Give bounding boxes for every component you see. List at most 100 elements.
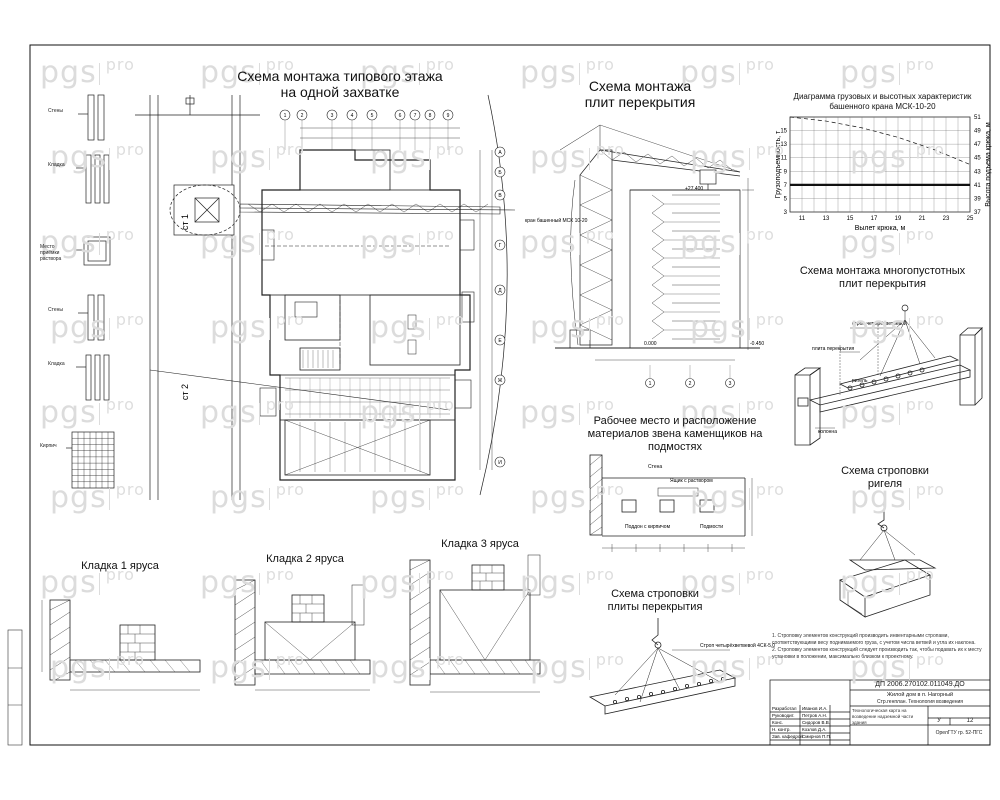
axis-label: А: [498, 150, 502, 156]
axis-label: 6: [399, 113, 402, 119]
y-right-tick-label: 41: [974, 183, 981, 189]
y-right-tick-label: 51: [974, 115, 981, 121]
notes-block: 1. Строповку элементов конструкций произ…: [772, 633, 990, 661]
workplace-label-wall: Стена: [648, 464, 662, 470]
axis-bubble: [494, 146, 506, 158]
slab-install-drawing: [555, 124, 760, 361]
title-hollow-slabs-line1: Схема монтажа многопустотных: [799, 265, 966, 277]
title-block-role: Н. контр.: [772, 727, 791, 732]
legend-mortar-box: [83, 236, 111, 266]
legend-label: Кладка: [48, 162, 65, 168]
title-masonry-3: Кладка 3 яруса: [441, 538, 519, 550]
y-left-tick-label: 13: [780, 142, 787, 148]
title-masonry-1: Кладка 1 яруса: [81, 560, 159, 572]
title-block-stage: У: [937, 718, 941, 724]
masonry-tier-1: [41, 599, 201, 691]
title-masonry-2: Кладка 2 яруса: [266, 553, 344, 565]
slab-sling-label: Строп четырёхветвевой 4СК-5,0: [700, 642, 775, 649]
axis-label: 1: [284, 113, 287, 119]
title-workplace: Рабочее место и расположение материалов …: [575, 415, 775, 454]
y-left-tick-label: 15: [780, 129, 787, 135]
title-block-role: Разработал: [772, 706, 797, 711]
legend-label: Стены: [48, 307, 63, 313]
axis-bubble: [645, 378, 655, 388]
crane-mark-label: кран башенный МСК 10-20: [525, 217, 588, 224]
hollow-label-sling: строп четырёхветвевой: [852, 320, 907, 327]
y-right-tick-label: 37: [974, 210, 981, 216]
y-left-tick-label: 5: [784, 196, 788, 202]
y-left-tick-label: 3: [784, 210, 788, 216]
axis-bubble: [685, 378, 695, 388]
title-block-org: ОрелГТУ гр. 52-ПГС: [935, 730, 983, 736]
x-axis-label: Вылет крюка, м: [855, 225, 906, 232]
axis-label: 8: [429, 113, 432, 119]
chart-frame: [789, 116, 971, 213]
title-block-roles: Разработал Иванов И.А. Руководит. Петров А.…: [772, 706, 831, 739]
title-slinging-girder-line1: Схема строповки: [841, 465, 929, 477]
title-block-person: Смирнов П.П.: [802, 734, 831, 739]
title-crane-diagram: Диаграмма грузовых и высотных характерис…: [775, 92, 990, 112]
note-1: 1. Строповку элементов конструкций произ…: [772, 633, 976, 646]
axis-label: 1: [649, 381, 652, 387]
axis-label: Г: [499, 243, 502, 249]
crane-track: [135, 95, 516, 500]
title-block-person: Сидоров В.В.: [802, 720, 830, 725]
axis-label: 3: [729, 381, 732, 387]
y-right-tick-label: 43: [974, 169, 981, 175]
axis-label: В: [498, 193, 502, 199]
level-minus-label: -0.450: [750, 341, 764, 347]
st1-label: ст 1: [180, 214, 190, 230]
x-tick-label: 21: [919, 216, 926, 222]
title-slab-scheme-line1: Схема монтажа: [588, 78, 692, 94]
y-left-tick-label: 11: [781, 156, 788, 162]
title-block: [769, 679, 991, 746]
title-hollow-slabs-line2: плит перекрытия: [839, 278, 926, 290]
y-right-tick-label: 49: [974, 129, 981, 135]
title-slinging-slab-line1: Схема строповки: [611, 588, 699, 600]
title-typical-floor-line2: на одной захватке: [280, 84, 400, 100]
x-tick-label: 23: [943, 216, 950, 222]
title-block-role: Руководит.: [772, 713, 794, 718]
axis-bubble: [494, 166, 506, 178]
axis-label: И: [498, 460, 502, 466]
hollow-label-slab: плита перекрытия: [812, 346, 855, 352]
title-block-role: Зав. кафедрой: [772, 733, 803, 739]
axis-label: 5: [371, 113, 374, 119]
x-tick-label: 17: [871, 216, 878, 222]
axis-bubble: [494, 189, 506, 201]
title-slinging-girder-line2: ригеля: [867, 478, 903, 490]
title-crane-diagram-line1: Диаграмма грузовых и высотных характерис…: [793, 92, 972, 101]
legend-column: [66, 94, 115, 489]
axis-label: 2: [689, 381, 692, 387]
axis-label: Е: [498, 338, 502, 344]
axis-bubble: [494, 456, 506, 468]
axis-label: Д: [498, 288, 502, 294]
x-tick-label: 11: [799, 216, 806, 222]
title-block-project: Жилой дом в п. Нагорный: [886, 692, 954, 698]
y-right-tick-label: 45: [974, 156, 981, 162]
slab-axes: 1 2 3: [645, 365, 735, 388]
title-slinging-girder: Схема строповки ригеля: [810, 465, 960, 491]
legend-label: Стены: [48, 108, 63, 114]
floor-plan: [259, 94, 508, 496]
axis-bubble: [494, 239, 506, 251]
masonry-tier-2: [234, 579, 371, 691]
title-slab-scheme: Схема монтажа плит перекрытия: [565, 78, 715, 110]
title-block-person: Петров А.Н.: [802, 713, 827, 718]
masonry-tier-3: [409, 554, 541, 693]
level-top-label: +27.400: [685, 186, 703, 192]
st2-label: ст 2: [180, 384, 190, 400]
girder-slinging-drawing: [839, 500, 937, 618]
sheet-frame: [29, 44, 991, 746]
title-block-person: Козлов Д.А.: [802, 727, 826, 732]
side-stamp: [7, 629, 23, 746]
title-block-subtitle: Стр.генплан. Технология возведения: [877, 699, 963, 705]
title-block-person: Иванов И.А.: [802, 706, 827, 711]
legend-brick-grid: [71, 431, 115, 489]
legend-label: Место приёмки раствора: [40, 244, 62, 262]
title-workplace-line2: материалов звена каменщиков на: [587, 428, 763, 440]
